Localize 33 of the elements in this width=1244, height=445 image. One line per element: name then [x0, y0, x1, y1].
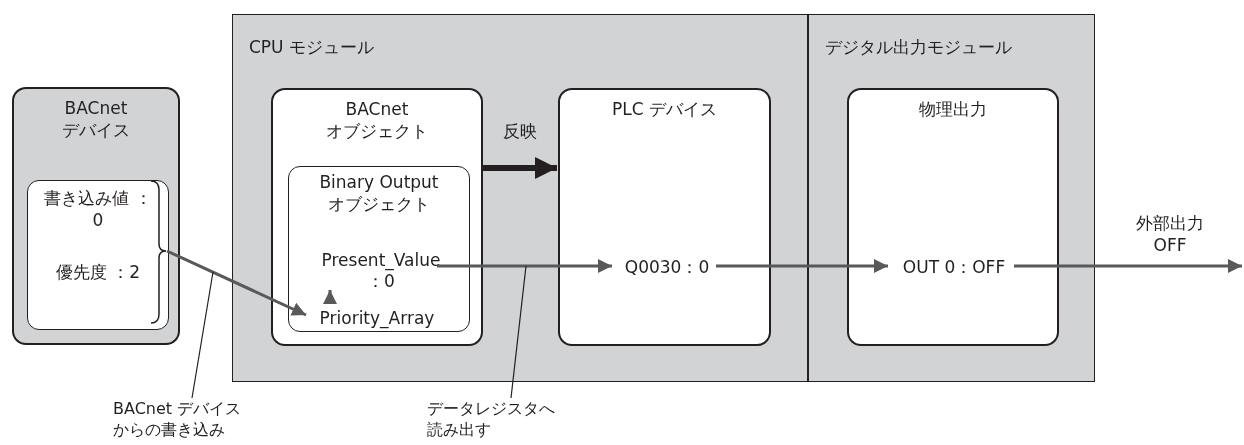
arrow [437, 259, 612, 273]
object-box [288, 166, 470, 332]
arrow [716, 259, 888, 273]
module-title: CPU モジュール [249, 36, 374, 59]
value-text: OUT 0：OFF [891, 257, 1017, 281]
function-box [847, 88, 1059, 346]
callout-note: データレジスタへ読み出す [427, 398, 567, 442]
arrow [323, 290, 337, 304]
value-text: Present_Value ：0 [321, 250, 441, 294]
module-panel [232, 14, 808, 382]
device-card [12, 87, 180, 345]
box-title: BACnet オブジェクト [325, 98, 429, 142]
edge-label: 反映 [502, 120, 538, 142]
function-box [271, 88, 483, 346]
value-text: Priority_Array [310, 308, 444, 330]
callout-note: BACnet デバイスからの書き込み [113, 398, 253, 442]
leader-line [191, 271, 214, 399]
value-text: 優先度 ：2 [54, 261, 142, 283]
function-box [558, 88, 771, 346]
value-text: Q0030：0 [615, 257, 719, 281]
value-text: 書き込み値 ：0 [43, 187, 153, 231]
arrow [1014, 259, 1242, 273]
leader-line [510, 265, 527, 399]
module-title: デジタル出力モジュール [825, 36, 1012, 59]
box-title: 物理出力 [918, 98, 988, 120]
edge-label: 外部出力 OFF [1135, 212, 1205, 256]
box-title: BACnet デバイス [61, 97, 131, 141]
arrow [166, 249, 307, 317]
value-text: Binary Output オブジェクト [318, 171, 440, 215]
module-panel [808, 14, 1095, 382]
arrow [482, 157, 557, 179]
box-title: PLC デバイス [611, 98, 718, 120]
object-box [27, 180, 169, 330]
